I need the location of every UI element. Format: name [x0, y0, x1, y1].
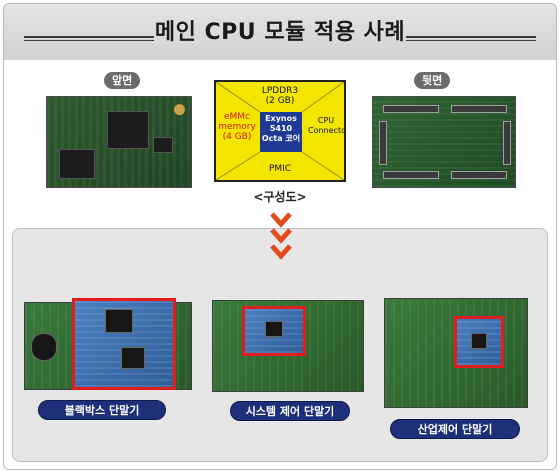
- title-rule-right: [406, 36, 536, 41]
- diagram-caption: <구성도>: [253, 190, 307, 204]
- back-connector: [451, 105, 507, 113]
- blackbox-label: 블랙박스 단말기: [38, 400, 166, 420]
- industrial-control-label: 산업제어 단말기: [390, 419, 520, 439]
- module-chip: [471, 333, 487, 349]
- back-board-image: [372, 96, 516, 188]
- system-control-cpu-module: [242, 306, 306, 356]
- page-title: 메인 CPU 모듈 적용 사례: [154, 20, 406, 45]
- blackbox-cpu-module: [72, 298, 176, 390]
- industrial-control-cpu-module: [454, 316, 504, 368]
- diagram-emmc-label: eMMc memory (4 GB): [218, 112, 256, 142]
- back-connector: [383, 171, 439, 179]
- back-connector: [503, 121, 511, 165]
- module-chip: [121, 347, 145, 369]
- module-diagram: LPDDR3 (2 GB) eMMc memory (4 GB) Exynos …: [214, 80, 346, 182]
- front-cpu-chip: [107, 111, 149, 149]
- diagram-pmic-label: PMIC: [268, 164, 292, 174]
- module-chip: [265, 321, 283, 337]
- front-small-chip: [153, 137, 173, 153]
- diagram-lines: [216, 82, 344, 180]
- module-chip: [105, 309, 133, 333]
- back-label: 뒷면: [414, 72, 451, 89]
- system-control-label: 시스템 제어 단말기: [230, 401, 350, 421]
- title-band: [4, 4, 556, 60]
- front-memory-chip: [59, 149, 95, 179]
- camera-connector: [31, 333, 57, 361]
- back-connector: [451, 171, 507, 179]
- back-connector: [383, 105, 439, 113]
- diagram-core-label: Exynos 5410 Octa 코어: [260, 112, 302, 152]
- title-rule-left: [24, 36, 154, 41]
- diagram-connector-label: CPU Connector: [308, 116, 346, 135]
- chevron-down-icon: [270, 212, 292, 260]
- front-label: 앞면: [104, 72, 141, 89]
- front-board-image: [46, 96, 192, 188]
- diagram-lpddr-label: LPDDR3 (2 GB): [261, 86, 299, 106]
- back-connector: [379, 121, 387, 165]
